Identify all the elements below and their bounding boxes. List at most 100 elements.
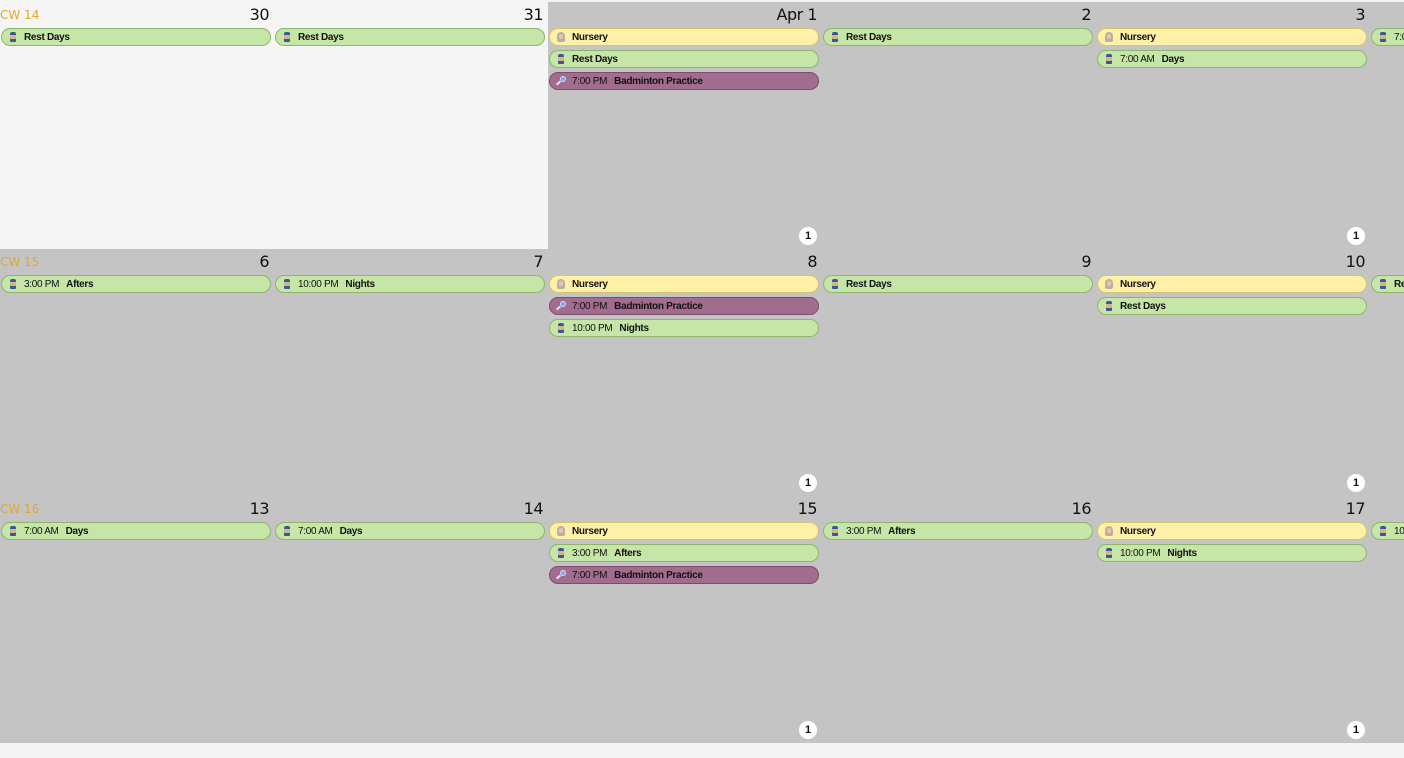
police-officer-icon bbox=[282, 526, 292, 536]
event-time: 3:00 PM bbox=[24, 278, 60, 290]
event-title: Badminton Practice bbox=[614, 569, 703, 581]
event-title: Rest Days bbox=[298, 31, 344, 43]
event-pill[interactable]: Rest Days bbox=[275, 28, 545, 46]
day-number[interactable]: 13 bbox=[249, 499, 270, 518]
more-events-badge[interactable]: 1 bbox=[1347, 474, 1365, 492]
day-number[interactable]: 8 bbox=[807, 252, 817, 271]
event-time: 7:00 PM bbox=[572, 300, 608, 312]
event-title: Rest Days bbox=[1120, 300, 1166, 312]
event-list: 10: bbox=[1371, 522, 1404, 544]
police-officer-icon bbox=[1104, 301, 1114, 311]
event-pill[interactable]: 7:00 AM Days bbox=[1, 522, 271, 540]
day-cell[interactable]: 7:0 bbox=[1370, 2, 1404, 249]
event-pill[interactable]: Nursery bbox=[1097, 522, 1367, 540]
day-number[interactable]: Apr 1 bbox=[776, 5, 818, 24]
event-time: 7:0 bbox=[1394, 31, 1404, 43]
day-number[interactable]: 10 bbox=[1345, 252, 1366, 271]
event-pill[interactable]: 7:00 AM Days bbox=[275, 522, 545, 540]
event-title: Nursery bbox=[1120, 278, 1156, 290]
day-number[interactable]: 14 bbox=[523, 499, 544, 518]
event-pill[interactable]: Rest Days bbox=[549, 50, 819, 68]
event-list: 3:00 PM Afters bbox=[1, 275, 271, 297]
police-officer-icon bbox=[830, 526, 840, 536]
day-number[interactable]: 16 bbox=[1071, 499, 1092, 518]
police-officer-icon bbox=[830, 279, 840, 289]
event-time: 7:00 AM bbox=[24, 525, 59, 537]
event-pill[interactable]: Nursery bbox=[549, 275, 819, 293]
woman-icon bbox=[556, 32, 566, 42]
day-number[interactable]: 17 bbox=[1345, 499, 1366, 518]
day-number[interactable]: 3 bbox=[1355, 5, 1365, 24]
event-pill[interactable]: Nursery bbox=[549, 522, 819, 540]
event-title: Afters bbox=[66, 278, 94, 290]
day-number[interactable]: 7 bbox=[533, 252, 543, 271]
event-pill[interactable]: Nursery bbox=[549, 28, 819, 46]
event-pill[interactable]: 10: bbox=[1371, 522, 1404, 540]
badminton-icon bbox=[556, 570, 566, 580]
day-number[interactable]: 9 bbox=[1081, 252, 1091, 271]
day-cell[interactable]: Re bbox=[1370, 249, 1404, 496]
event-pill[interactable]: Rest Days bbox=[1, 28, 271, 46]
event-title: Days bbox=[339, 525, 363, 537]
event-pill[interactable]: 7:0 bbox=[1371, 28, 1404, 46]
event-pill[interactable]: Nursery bbox=[1097, 275, 1367, 293]
event-pill[interactable]: Rest Days bbox=[1097, 297, 1367, 315]
day-cell[interactable]: 14 7:00 AM Days bbox=[274, 496, 548, 743]
event-time: 7:00 PM bbox=[572, 75, 608, 87]
event-title: Days bbox=[65, 525, 89, 537]
day-number[interactable]: 6 bbox=[259, 252, 269, 271]
event-time: 10:00 PM bbox=[1120, 547, 1161, 559]
event-title: Nights bbox=[619, 322, 649, 334]
event-pill[interactable]: Re bbox=[1371, 275, 1404, 293]
more-events-badge[interactable]: 1 bbox=[799, 474, 817, 492]
more-events-badge[interactable]: 1 bbox=[1347, 721, 1365, 739]
event-title: Nursery bbox=[1120, 525, 1156, 537]
day-number[interactable]: 15 bbox=[797, 499, 818, 518]
more-events-badge[interactable]: 1 bbox=[1347, 227, 1365, 245]
event-title: Nursery bbox=[572, 31, 608, 43]
day-number[interactable]: 2 bbox=[1081, 5, 1091, 24]
event-title: Badminton Practice bbox=[614, 300, 703, 312]
day-number[interactable]: 31 bbox=[523, 5, 544, 24]
police-officer-icon bbox=[556, 54, 566, 64]
event-pill[interactable]: Rest Days bbox=[823, 28, 1093, 46]
woman-icon bbox=[1104, 526, 1114, 536]
event-pill[interactable]: Nursery bbox=[1097, 28, 1367, 46]
event-pill[interactable]: 7:00 PM Badminton Practice bbox=[549, 297, 819, 315]
police-officer-icon bbox=[8, 279, 18, 289]
day-number[interactable]: 30 bbox=[249, 5, 270, 24]
more-events-badge[interactable]: 1 bbox=[799, 227, 817, 245]
event-pill[interactable]: 3:00 PM Afters bbox=[1, 275, 271, 293]
day-cell[interactable]: 10: bbox=[1370, 496, 1404, 743]
event-pill[interactable]: Rest Days bbox=[823, 275, 1093, 293]
more-events-badge[interactable]: 1 bbox=[799, 721, 817, 739]
event-time: 7:00 AM bbox=[298, 525, 333, 537]
police-officer-icon bbox=[830, 32, 840, 42]
police-officer-icon bbox=[1378, 526, 1388, 536]
